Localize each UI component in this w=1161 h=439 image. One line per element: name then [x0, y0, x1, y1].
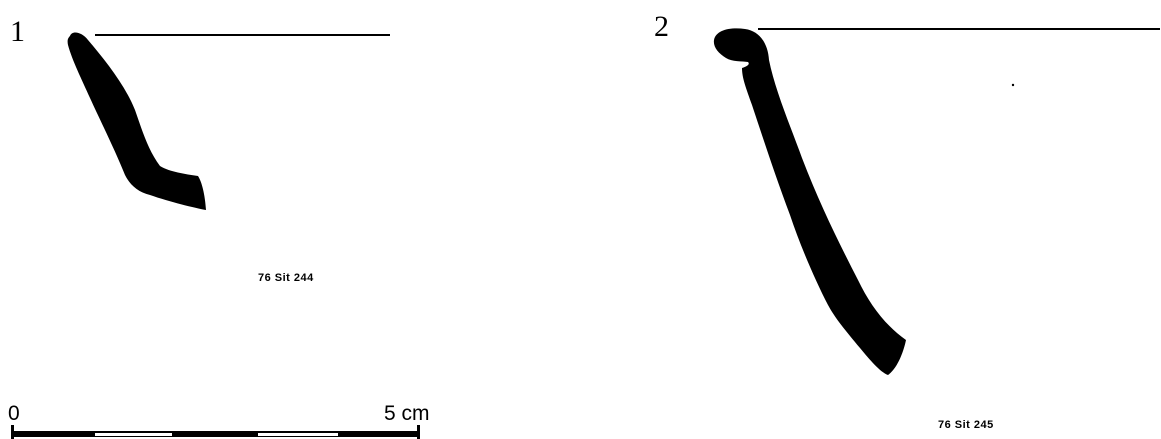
sherd-2-profile	[713, 28, 906, 376]
scale-bar	[11, 425, 420, 439]
scale-bar-left-tick	[11, 425, 14, 439]
scale-zero-label: 0	[8, 402, 20, 425]
scale-bar-outline	[12, 431, 419, 437]
sherd-1-profile	[67, 32, 206, 210]
sherd-2-number: 2	[654, 10, 669, 43]
scale-bar-right-tick	[417, 425, 420, 439]
scale-bar-segment-2	[95, 433, 172, 436]
sherd-1-catalog-label: 76 Sit 244	[258, 272, 314, 284]
sherd-2-speck	[1011, 83, 1015, 87]
sherd-1-number: 1	[10, 15, 25, 48]
scale-end-label: 5 cm	[384, 402, 430, 425]
scale-bar-segment-4	[258, 433, 338, 436]
sherd-2-catalog-label: 76 Sit 245	[938, 419, 994, 431]
